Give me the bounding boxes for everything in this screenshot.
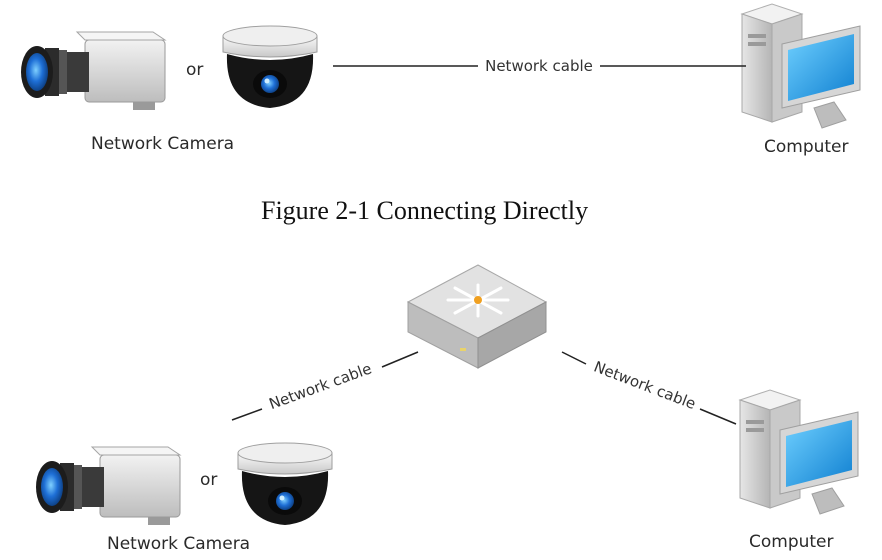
- figure-caption: Figure 2-1 Connecting Directly: [261, 196, 589, 225]
- figure-2-switch-connection: Network cable Network cable: [35, 264, 859, 526]
- network-switch-icon: [406, 264, 548, 369]
- network-cable-right-label: Network cable: [591, 358, 698, 413]
- box-camera-icon: [35, 446, 181, 526]
- or-label: or: [186, 60, 204, 80]
- box-camera-icon: [20, 31, 166, 111]
- network-cable-left: Network cable: [231, 351, 419, 421]
- computer-label: Computer: [764, 137, 849, 157]
- network-cable-right: Network cable: [561, 351, 737, 425]
- dome-camera-icon: [222, 25, 318, 109]
- dome-camera-icon: [237, 442, 333, 526]
- network-cable-left-label: Network cable: [267, 359, 374, 413]
- desktop-computer-icon: [741, 3, 861, 129]
- desktop-computer-icon: [739, 389, 859, 515]
- computer-label: Computer: [749, 532, 834, 552]
- or-label: or: [200, 470, 218, 490]
- network-cable-label: Network cable: [485, 57, 593, 75]
- network-camera-label: Network Camera: [107, 534, 251, 554]
- network-camera-label: Network Camera: [91, 134, 235, 154]
- figure-1-direct-connection: Network cable: [20, 3, 861, 129]
